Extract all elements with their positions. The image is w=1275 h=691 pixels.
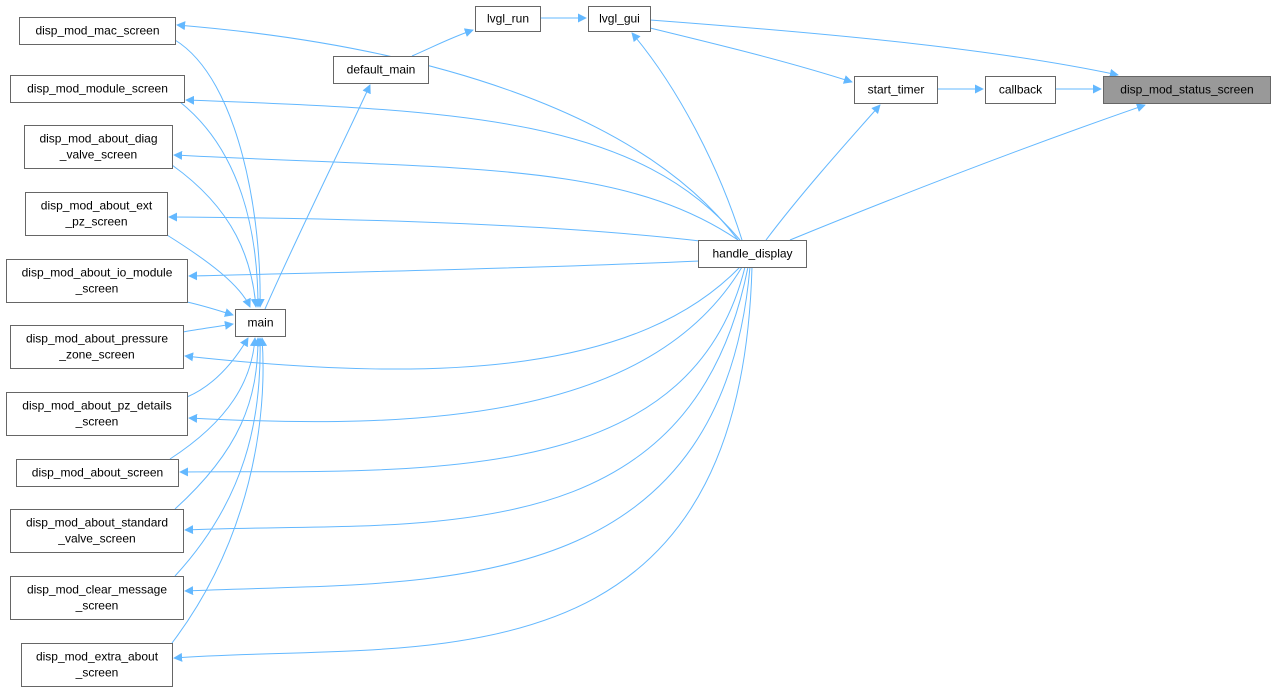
node-lvgl-gui[interactable]: lvgl_gui bbox=[588, 6, 651, 32]
node-label: disp_mod_about_pz_details bbox=[22, 399, 171, 413]
node-label: callback bbox=[999, 83, 1043, 97]
node-label: disp_mod_about_pressure bbox=[26, 332, 168, 346]
node-label: _valve_screen bbox=[59, 148, 137, 162]
node-box bbox=[588, 6, 651, 32]
node-label: disp_mod_about_io_module bbox=[22, 266, 173, 280]
node-label: lvgl_run bbox=[487, 12, 529, 26]
edge-handle_display-to-disp_mod_status_screen bbox=[789, 103, 1146, 241]
node-label: disp_mod_mac_screen bbox=[35, 24, 159, 38]
edge-default_main-to-lvgl_run bbox=[411, 28, 474, 57]
node-diag[interactable]: disp_mod_about_diag _valve_screen bbox=[24, 125, 173, 169]
node-disp-mod-status-screen[interactable]: disp_mod_status_screen bbox=[1103, 76, 1271, 104]
node-box bbox=[6, 392, 188, 436]
node-box bbox=[854, 76, 938, 104]
edge-lvgl_gui-to-start_timer bbox=[649, 27, 853, 84]
node-about[interactable]: disp_mod_about_screen bbox=[16, 459, 179, 487]
edge-handle_display-to-extra bbox=[173, 266, 753, 662]
node-label: _valve_screen bbox=[57, 532, 135, 546]
node-pzdetails[interactable]: disp_mod_about_pz_details _screen bbox=[6, 392, 188, 436]
edge-handle_display-to-about bbox=[179, 266, 746, 477]
node-pressure[interactable]: disp_mod_about_pressure _zone_screen bbox=[10, 325, 184, 369]
node-box bbox=[698, 240, 807, 268]
node-label: disp_mod_about_standard bbox=[26, 516, 168, 530]
edge-handle_display-to-ext bbox=[168, 212, 701, 242]
edge-ext-to-main bbox=[166, 234, 251, 308]
node-box bbox=[10, 325, 184, 369]
edge-handle_display-to-clear bbox=[184, 266, 751, 596]
node-label: _pz_screen bbox=[64, 215, 127, 229]
edge-handle_display-to-standard bbox=[184, 266, 749, 535]
node-label: _screen bbox=[75, 415, 119, 429]
node-callback[interactable]: callback bbox=[985, 76, 1056, 104]
node-box bbox=[25, 192, 168, 236]
node-default-main[interactable]: default_main bbox=[333, 56, 429, 84]
node-label: _screen bbox=[75, 666, 119, 680]
node-standard[interactable]: disp_mod_about_standard _valve_screen bbox=[10, 509, 184, 553]
edge-main-to-default_main bbox=[264, 84, 371, 310]
node-mac[interactable]: disp_mod_mac_screen bbox=[19, 17, 176, 45]
edge-module-to-main bbox=[179, 101, 263, 308]
edge-mac-to-main bbox=[174, 39, 265, 308]
node-label: lvgl_gui bbox=[599, 12, 640, 26]
node-box bbox=[475, 6, 541, 32]
node-label: disp_mod_about_diag bbox=[39, 132, 157, 146]
edge-clear-to-main bbox=[174, 337, 265, 577]
node-box bbox=[1103, 76, 1271, 104]
node-box bbox=[985, 76, 1056, 104]
node-label: _screen bbox=[75, 282, 119, 296]
node-label: _screen bbox=[75, 599, 119, 613]
node-box bbox=[235, 309, 286, 337]
node-box bbox=[10, 576, 184, 620]
node-label: handle_display bbox=[712, 247, 792, 261]
edge-pzdetails-to-main bbox=[186, 337, 249, 398]
edge-diag-to-main bbox=[171, 164, 260, 308]
edge-pressure-to-main bbox=[182, 320, 234, 333]
node-label: disp_mod_status_screen bbox=[1120, 83, 1253, 97]
edge-handle_display-to-io bbox=[188, 260, 701, 281]
edge-extra-to-main bbox=[171, 337, 268, 644]
node-io[interactable]: disp_mod_about_io_module _screen bbox=[6, 259, 188, 303]
node-box bbox=[6, 259, 188, 303]
node-label: disp_mod_clear_message bbox=[27, 583, 167, 597]
node-label: disp_mod_about_screen bbox=[32, 466, 163, 480]
node-box bbox=[10, 75, 185, 103]
nodes-layer: disp_mod_status_screen callback start_time… bbox=[6, 6, 1271, 687]
edge-standard-to-main bbox=[174, 337, 263, 510]
node-box bbox=[10, 509, 184, 553]
node-handle-display[interactable]: handle_display bbox=[698, 240, 807, 268]
node-extra[interactable]: disp_mod_extra_about _screen bbox=[21, 643, 173, 687]
node-module[interactable]: disp_mod_module_screen bbox=[10, 75, 185, 103]
node-start-timer[interactable]: start_timer bbox=[854, 76, 938, 104]
node-main[interactable]: main bbox=[235, 309, 286, 337]
edge-handle_display-to-diag bbox=[173, 150, 739, 241]
node-clear[interactable]: disp_mod_clear_message _screen bbox=[10, 576, 184, 620]
node-label: _zone_screen bbox=[58, 348, 134, 362]
node-label: disp_mod_about_ext bbox=[41, 199, 153, 213]
node-box bbox=[24, 125, 173, 169]
node-ext[interactable]: disp_mod_about_ext _pz_screen bbox=[25, 192, 168, 236]
edge-handle_display-to-lvgl_gui bbox=[631, 32, 743, 241]
node-box bbox=[19, 17, 176, 45]
node-label: start_timer bbox=[868, 83, 925, 97]
node-box bbox=[16, 459, 179, 487]
node-label: main bbox=[247, 316, 273, 330]
edge-lvgl_gui-to-disp_mod_status_screen bbox=[649, 19, 1119, 78]
edge-io-to-main bbox=[186, 301, 234, 317]
edge-handle_display-to-start_timer bbox=[765, 104, 881, 241]
node-box bbox=[21, 643, 173, 687]
node-label: disp_mod_module_screen bbox=[27, 82, 168, 96]
edge-handle_display-to-mac bbox=[176, 21, 739, 241]
node-lvgl-run[interactable]: lvgl_run bbox=[475, 6, 541, 32]
edge-handle_display-to-pressure bbox=[184, 266, 741, 370]
node-label: default_main bbox=[347, 63, 416, 77]
edge-about-to-main bbox=[169, 337, 259, 460]
edge-handle_display-to-pzdetails bbox=[188, 266, 743, 423]
node-label: disp_mod_extra_about bbox=[36, 650, 159, 664]
node-box bbox=[333, 56, 429, 84]
edge-handle_display-to-module bbox=[185, 95, 741, 241]
edges-layer bbox=[166, 13, 1146, 662]
